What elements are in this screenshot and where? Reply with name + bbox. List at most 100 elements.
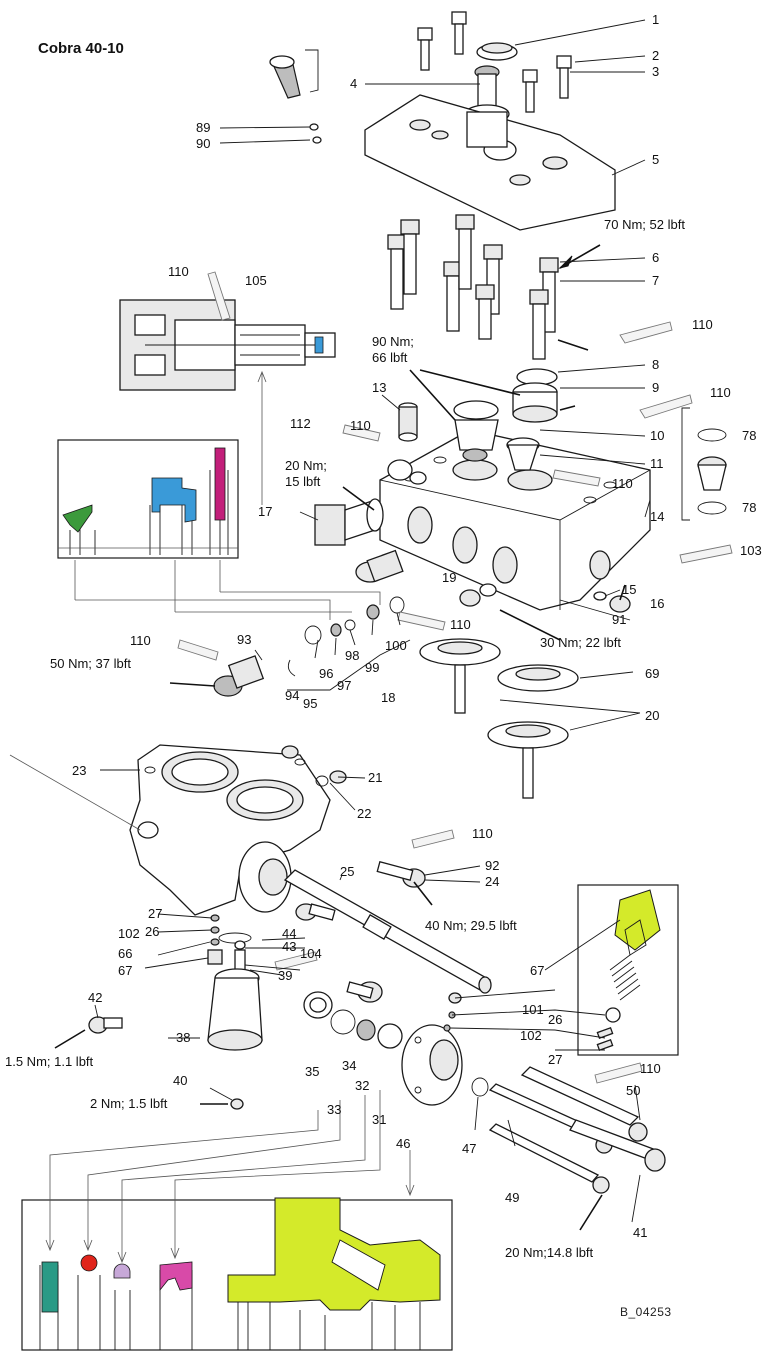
- label-part-67a: 67: [118, 963, 132, 978]
- cap-38: [207, 968, 263, 1051]
- label-part-40: 40: [173, 1073, 187, 1088]
- label-part-102a: 102: [118, 926, 140, 941]
- label-part-110e: 110: [450, 617, 471, 632]
- pump-housing-23: [9, 744, 347, 916]
- flange-46: [401, 1024, 463, 1106]
- label-part-110f: 110: [130, 633, 151, 648]
- torque-2nm: 2 Nm; 1.5 lbft: [90, 1096, 168, 1111]
- label-part-38: 38: [176, 1030, 190, 1045]
- fitting-13: [398, 402, 418, 442]
- label-part-19: 19: [442, 570, 456, 585]
- label-part-97: 97: [337, 678, 351, 693]
- top-screws: [417, 11, 572, 113]
- check-valve-detail-panel: [577, 884, 679, 1056]
- label-part-25: 25: [340, 864, 354, 879]
- label-part-66: 66: [118, 946, 132, 961]
- label-part-98: 98: [345, 648, 359, 663]
- label-part-78a: 78: [742, 428, 756, 443]
- label-part-15: 15: [622, 582, 636, 597]
- label-part-32: 32: [355, 1078, 369, 1093]
- torque-40nm: 40 Nm; 29.5 lbft: [425, 918, 517, 933]
- label-part-110h: 110: [640, 1061, 661, 1076]
- label-part-24: 24: [485, 874, 499, 889]
- check-valve-parts: [207, 914, 252, 977]
- label-part-26b: 26: [548, 1012, 562, 1027]
- label-part-26a: 26: [145, 924, 159, 939]
- diaphragms-20-69: [419, 638, 579, 799]
- torque-20nm-line1: 20 Nm;: [285, 458, 327, 473]
- label-part-110c: 110: [710, 385, 731, 400]
- long-bolts-group: [387, 214, 559, 360]
- torque-30nm: 30 Nm; 22 lbft: [540, 635, 621, 650]
- label-part-110i: 110: [350, 418, 371, 433]
- label-part-27b: 27: [548, 1052, 562, 1067]
- label-part-91: 91: [612, 612, 626, 627]
- label-part-27a: 27: [148, 906, 162, 921]
- parts-101-102: [443, 992, 462, 1032]
- shaft-25: [283, 869, 492, 994]
- torque-70nm: 70 Nm; 52 lbft: [604, 217, 685, 232]
- label-part-105: 105: [245, 273, 267, 288]
- label-part-104: 104: [300, 946, 322, 961]
- sensor-17: [314, 498, 384, 546]
- label-part-99: 99: [365, 660, 379, 675]
- label-part-110d: 110: [612, 476, 633, 491]
- label-part-112: 112: [290, 416, 311, 431]
- label-part-92: 92: [485, 858, 499, 873]
- label-part-101: 101: [522, 1002, 544, 1017]
- label-part-110b: 110: [692, 317, 713, 332]
- manifold-block-14: [379, 429, 651, 611]
- label-part-9: 9: [652, 380, 659, 395]
- label-part-103: 103: [740, 543, 762, 558]
- label-part-102b: 102: [520, 1028, 542, 1043]
- valve-insert-89-90: [269, 49, 322, 144]
- label-part-47: 47: [462, 1141, 476, 1156]
- label-part-46: 46: [396, 1136, 410, 1151]
- label-part-3: 3: [652, 64, 659, 79]
- torque-90nm-line1: 90 Nm;: [372, 334, 414, 349]
- label-part-20: 20: [645, 708, 659, 723]
- label-part-5: 5: [652, 152, 659, 167]
- plug-17-top: [355, 549, 404, 583]
- label-part-10: 10: [650, 428, 664, 443]
- torque-20nm-bottom: 20 Nm;14.8 lbft: [505, 1245, 594, 1260]
- valve-stack-9-10-11: [453, 368, 558, 471]
- label-part-6: 6: [652, 250, 659, 265]
- label-part-23: 23: [72, 763, 86, 778]
- label-part-90: 90: [196, 136, 210, 151]
- seal-stack-31-35: [303, 981, 403, 1049]
- label-part-67b: 67: [530, 963, 544, 978]
- label-part-110a: 110: [168, 264, 189, 279]
- plug-93: [213, 655, 265, 697]
- label-part-7: 7: [652, 273, 659, 288]
- detail-leaders-bottom: [45, 1090, 415, 1264]
- label-leaders: [94, 19, 651, 1223]
- label-part-78b: 78: [742, 500, 756, 515]
- label-part-110g: 110: [472, 826, 493, 841]
- torque-90nm-line2: 66 lbft: [372, 350, 408, 365]
- label-part-94: 94: [285, 688, 299, 703]
- label-part-11: 11: [650, 456, 664, 471]
- valve-detail-78: [681, 407, 727, 521]
- plugs-15-16-19: [387, 459, 631, 613]
- section-view-105: [119, 299, 336, 391]
- label-part-34: 34: [342, 1058, 356, 1073]
- screw-42: [88, 1016, 123, 1034]
- label-part-43: 43: [282, 939, 296, 954]
- seal-detail-panel-top: [57, 439, 239, 559]
- part-labels: 1 2 3 4 5 6 7 8 9 10 11 13 14 15 16 17 1…: [72, 12, 762, 1240]
- seals-94-100: [287, 596, 405, 677]
- detail-leaders-top: [74, 370, 381, 620]
- label-part-96: 96: [319, 666, 333, 681]
- label-part-31: 31: [372, 1112, 386, 1127]
- label-part-42: 42: [88, 990, 102, 1005]
- label-part-18: 18: [381, 690, 395, 705]
- label-part-39: 39: [278, 968, 292, 983]
- screw-40: [230, 1098, 244, 1110]
- cover-plate-5: [364, 94, 616, 231]
- torque-50nm: 50 Nm; 37 lbft: [50, 656, 131, 671]
- label-part-16: 16: [650, 596, 664, 611]
- torque-1-5nm: 1.5 Nm; 1.1 lbft: [5, 1054, 94, 1069]
- drawing-code: B_04253: [620, 1305, 672, 1319]
